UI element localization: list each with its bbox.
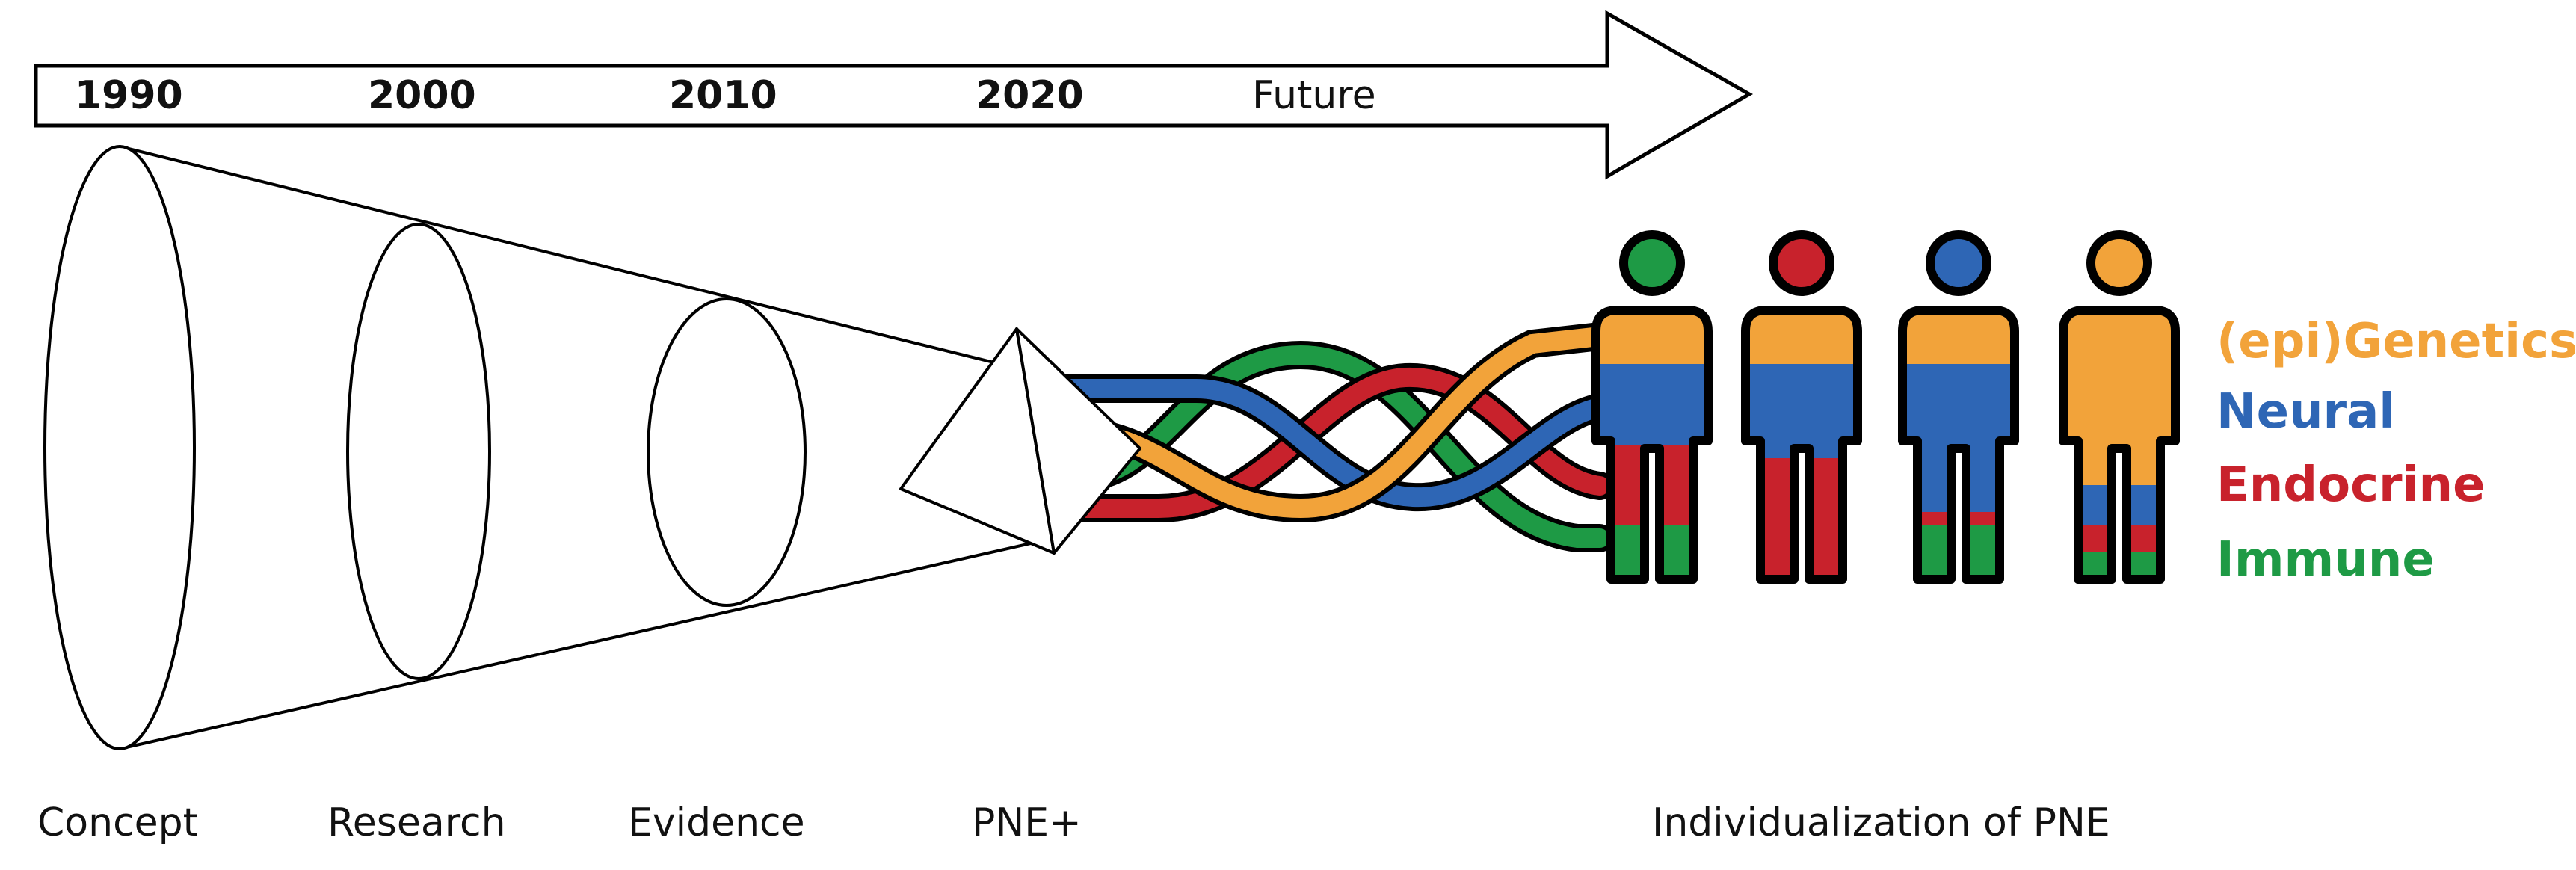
- braided-strands: [1032, 322, 1614, 552]
- prism: [899, 327, 1141, 555]
- people-group: [1591, 230, 2180, 584]
- year-2010: 2010: [669, 73, 777, 118]
- strand-blue: [1052, 379, 1609, 508]
- stage-concept: Concept: [37, 800, 198, 845]
- funnel-ring-research: [346, 223, 491, 680]
- person-2-genetics-band: [1745, 310, 1858, 365]
- person-3-genetics-band: [1902, 310, 2015, 365]
- person-4-head: [2086, 230, 2152, 296]
- stage-research: Research: [327, 800, 506, 845]
- person-figure-4: [2059, 230, 2180, 584]
- funnel-ring-evidence: [647, 297, 807, 607]
- strand-orange: [1052, 327, 1609, 519]
- person-figure-1: [1591, 230, 1713, 584]
- person-1-head: [1619, 230, 1685, 296]
- timeline-arrow: [34, 10, 1754, 180]
- year-2000: 2000: [368, 73, 476, 118]
- funnel-ring-concept: [43, 145, 196, 750]
- person-2-head: [1769, 230, 1834, 296]
- legend-immune: Immune: [2216, 532, 2435, 587]
- legend-neural: Neural: [2216, 384, 2395, 439]
- legend-genetics: (epi)Genetics: [2216, 314, 2576, 369]
- person-1-genetics-band: [1596, 310, 1708, 365]
- stage-pne-plus: PNE+: [972, 800, 1082, 845]
- person-1-neural-band: [1596, 364, 1708, 445]
- person-figure-2: [1741, 230, 1862, 584]
- year-future: Future: [1252, 73, 1376, 118]
- funnel-top-edge: [119, 145, 1025, 371]
- stage-evidence: Evidence: [628, 800, 805, 845]
- person-3-head: [1926, 230, 1991, 296]
- funnel-bottom-edge: [119, 537, 1055, 750]
- year-1990: 1990: [75, 73, 183, 118]
- person-figure-3: [1898, 230, 2019, 584]
- legend-endocrine: Endocrine: [2216, 457, 2485, 513]
- stage-individualization: Individualization of PNE: [1652, 800, 2110, 845]
- year-2020: 2020: [976, 73, 1084, 118]
